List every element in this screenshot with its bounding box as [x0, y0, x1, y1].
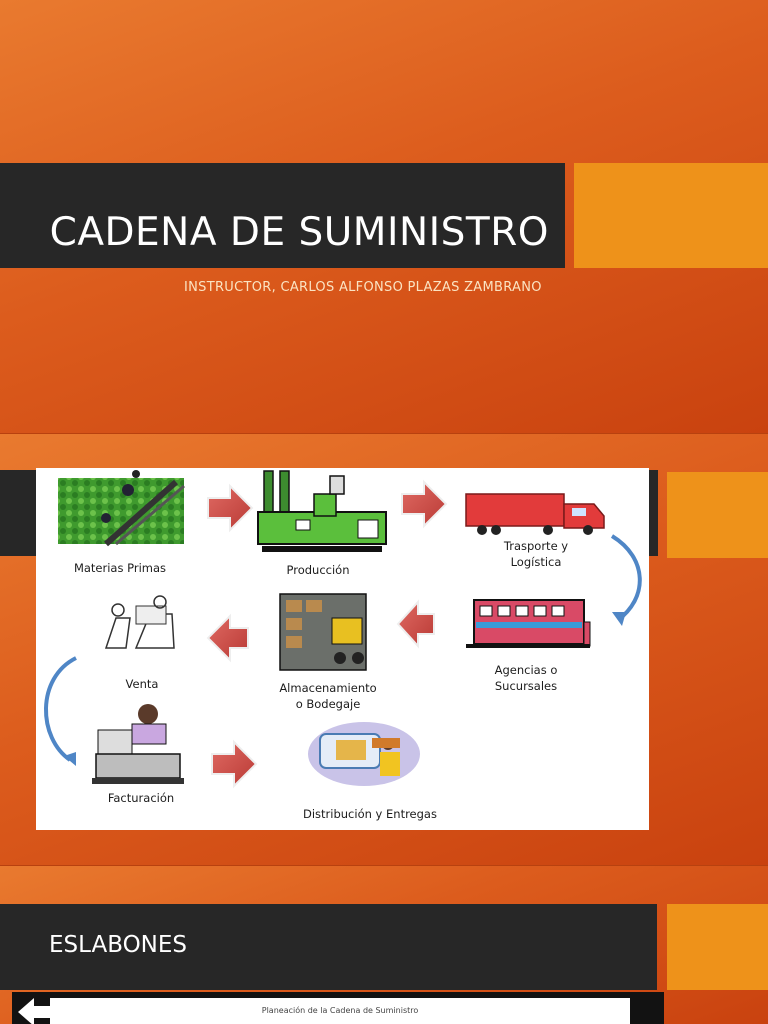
warehouse-image: [279, 593, 367, 671]
diagram-graphics: [44, 470, 642, 789]
arrow-left-icon: [18, 998, 50, 1024]
factory-image: [257, 470, 387, 552]
stage-label-venta: Venta: [125, 677, 159, 691]
truck-image: [465, 493, 605, 535]
stage-label-facturacion: Facturación: [107, 791, 175, 805]
slide-divider: [0, 865, 768, 866]
arrow-right-icon: [207, 483, 254, 533]
slide-divider: [0, 433, 768, 434]
accent-block: [667, 472, 768, 558]
stage-label-almacenamiento: Almacenamiento o Bodegaje: [279, 681, 377, 711]
arrow-right-icon: [211, 739, 258, 789]
planning-image-caption: Planeación de la Cadena de Suministro: [261, 1006, 419, 1015]
stage-label-distribucion: Distribución y Entregas: [303, 807, 437, 821]
curved-arrow-icon: [44, 656, 77, 766]
eslabones-slide: ESLABONES Planeación de la Cadena de Sum…: [0, 866, 768, 1024]
curved-arrow-icon: [610, 534, 642, 626]
accent-block: [667, 904, 768, 990]
stage-label-materias-primas: Materias Primas: [73, 561, 167, 575]
slide-title: CADENA DE SUMINISTRO: [49, 210, 549, 255]
cashier-image: [92, 704, 184, 784]
accent-block: [574, 163, 768, 268]
heading-bar: ESLABONES: [0, 904, 657, 990]
arrow-right-icon: [401, 479, 448, 529]
planning-image-panel: Planeación de la Cadena de Suministro: [50, 998, 630, 1024]
supply-chain-diagram: Materias Primas Producción Trasporte y L…: [36, 468, 649, 830]
title-slide: CADENA DE SUMINISTRO INSTRUCTOR, CARLOS …: [0, 0, 768, 434]
planning-image: Planeación de la Cadena de Suministro: [12, 992, 664, 1024]
title-bar: CADENA DE SUMINISTRO: [0, 163, 565, 268]
sales-image: [104, 595, 175, 649]
section-heading: ESLABONES: [49, 932, 188, 958]
slide-subtitle: INSTRUCTOR, CARLOS ALFONSO PLAZAS ZAMBRA…: [184, 280, 542, 295]
diagram-slide: Materias Primas Producción Trasporte y L…: [0, 434, 768, 866]
store-image: [466, 599, 591, 648]
stage-label-agencias: Agencias o Sucursales: [494, 663, 558, 693]
arrow-left-icon: [206, 613, 249, 663]
delivery-image: [308, 722, 420, 786]
raw-materials-image: [58, 470, 185, 547]
stage-label-produccion: Producción: [286, 563, 350, 577]
stage-label-transporte: Trasporte y Logística: [503, 539, 569, 569]
arrow-left-icon: [396, 599, 435, 649]
